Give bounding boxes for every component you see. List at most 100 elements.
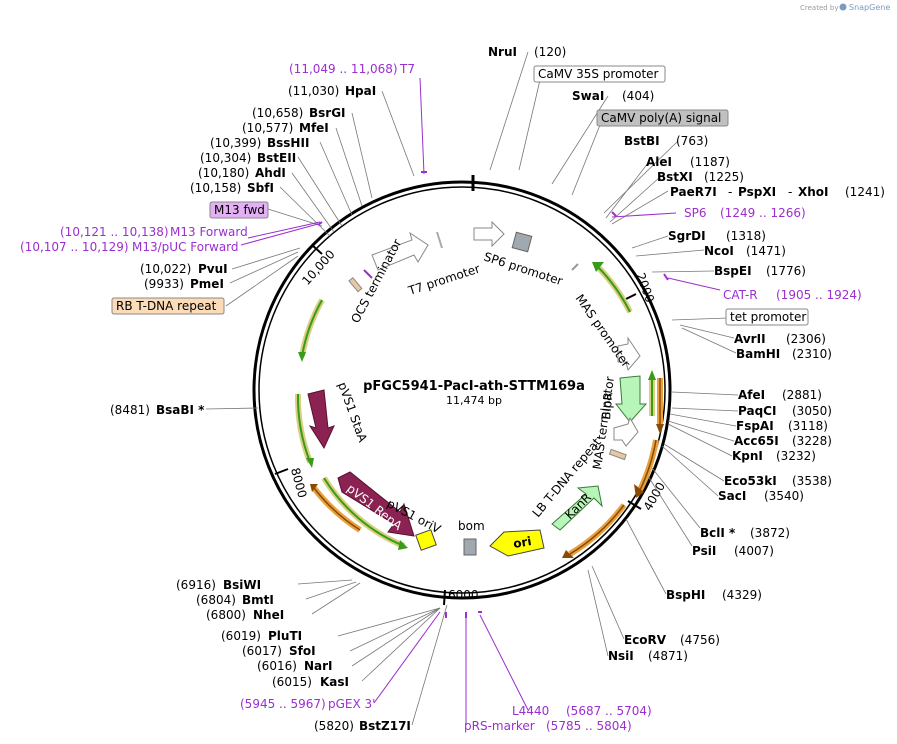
sp6-promoter-label: SP6 promoter (482, 250, 564, 289)
site-bstz17i: BstZ17I (359, 719, 411, 733)
site-sfoi-pos: (6017) (242, 644, 282, 658)
site-xhoi-pos: (1241) (845, 185, 885, 199)
rb-marker (348, 277, 363, 293)
primer-l4440: L4440 (512, 704, 549, 718)
site-fspai: FspAI (736, 419, 774, 433)
primer-prs-marker-range: (5785 .. 5804) (546, 719, 632, 733)
site-hpai-pos: (11,030) (288, 84, 339, 98)
tick-6000: 6000 (448, 588, 479, 602)
site-bsphi: BspHI (666, 588, 705, 602)
site-kpni-pos: (3232) (776, 449, 816, 463)
site-eco53ki: Eco53kI (724, 474, 777, 488)
rb-label: RB T-DNA repeat (116, 299, 217, 313)
m13fwd-box (209, 201, 269, 219)
rb-box (111, 297, 225, 315)
site-saci-pos: (3540) (764, 489, 804, 503)
site-bamhi-pos: (2310) (792, 347, 832, 361)
site-bsteii-pos: (10,304) (200, 151, 251, 165)
backbone-inner (258, 186, 666, 594)
primer-marks (317, 171, 669, 618)
separator-dash-1: - (728, 185, 732, 199)
site-pluti-pos: (6019) (221, 629, 261, 643)
site-ecorv: EcoRV (624, 633, 667, 647)
tet-box (725, 308, 809, 326)
blpr-arrow (614, 375, 648, 423)
separator-dash-2: - (788, 185, 792, 199)
site-bamhi: BamHI (736, 347, 780, 361)
polya-box (596, 109, 729, 127)
site-nari-pos: (6016) (257, 659, 297, 673)
site-avrii-pos: (2306) (786, 332, 826, 346)
blpr-label: BlpR (599, 392, 615, 421)
site-bsrgi: BsrGI (309, 106, 346, 120)
leader-lines (205, 51, 739, 726)
t7-promoter-label: T7 promoter (406, 262, 482, 299)
site-paer7i: PaeR7I (670, 185, 717, 199)
site-acc65i-pos: (3228) (792, 434, 832, 448)
m13fwd-label: M13 fwd (214, 203, 265, 217)
site-fspai-pos: (3118) (788, 419, 828, 433)
primer-leaders (240, 77, 721, 725)
site-nrui-pos: (120) (534, 45, 566, 59)
primer-pgex3: pGEX 3' (328, 697, 375, 711)
site-ecorv-pos: (4756) (680, 633, 720, 647)
site-mfei-pos: (10,577) (242, 121, 293, 135)
site-sbfi-pos: (10,158) (190, 181, 241, 195)
site-nsii-pos: (4871) (648, 649, 688, 663)
plasmid-name: pFGC5941-PacI-ath-STTM169a (363, 379, 585, 394)
site-paqci-pos: (3050) (792, 404, 832, 418)
site-mfei: MfeI (299, 121, 329, 135)
site-afei: AfeI (738, 388, 765, 402)
snapgene-logo-icon (839, 3, 847, 11)
primer-sp6-range: (1249 .. 1266) (720, 206, 806, 220)
site-xhoi: XhoI (798, 185, 829, 199)
site-pvui-pos: (10,022) (140, 262, 191, 276)
kanr-arrow (551, 485, 603, 531)
site-bstbi: BstBI (624, 134, 660, 148)
site-bspei: BspEI (714, 264, 752, 278)
site-hpai: HpaI (345, 84, 376, 98)
site-pvui: PvuI (198, 262, 228, 276)
tick-8000: 8000 (288, 466, 309, 499)
site-sbfi: SbfI (247, 181, 274, 195)
site-bstbi-pos: (763) (676, 134, 708, 148)
primer-catr: CAT-R (723, 288, 758, 302)
site-bstxi: BstXI (657, 170, 693, 184)
site-pmei: PmeI (190, 277, 224, 291)
site-alei: AleI (646, 155, 672, 169)
small-marker (571, 263, 579, 271)
site-ncoi-pos: (1471) (746, 244, 786, 258)
site-bsabi-pos: (8481) (110, 403, 150, 417)
site-sfoi: SfoI (289, 644, 316, 658)
primer-m13puc: M13/pUC Forward (132, 240, 239, 254)
site-paqci: PaqCI (738, 404, 776, 418)
backbone-outer (252, 180, 672, 600)
primer-t7: T7 (399, 62, 415, 76)
site-bsabi: BsaBI * (156, 403, 205, 417)
site-nrui: NruI (488, 45, 517, 59)
site-swai-pos: (404) (622, 89, 654, 103)
arc-arrowheads (298, 262, 664, 558)
m13-marker (363, 269, 373, 279)
site-alei-pos: (1187) (690, 155, 730, 169)
plasmid-size: 11,474 bp (446, 394, 502, 407)
site-bsiwi-pos: (6916) (176, 578, 216, 592)
mas-terminator-label: MAS terminator (590, 376, 617, 471)
site-kasi-pos: (6015) (272, 675, 312, 689)
site-bsshii-pos: (10,399) (210, 136, 261, 150)
tet-label: tet promoter (730, 310, 806, 324)
site-nari: NarI (304, 659, 333, 673)
ocs-terminator-label: OCS terminator (348, 237, 404, 326)
bom-feature (463, 538, 477, 556)
primer-t7-range: (11,049 .. 11,068) (289, 62, 398, 76)
pvs1-oriv-feature (415, 529, 437, 551)
site-sgrdi: SgrDI (668, 229, 706, 243)
site-avrii: AvrII (734, 332, 766, 346)
site-ahdi: AhdI (255, 166, 286, 180)
mas-terminator-arrow (613, 416, 639, 447)
pvs1-staa-arrow (307, 389, 335, 450)
site-pspxi: PspXI (738, 185, 776, 199)
site-bstxi-pos: (1225) (704, 170, 744, 184)
site-nhei-pos: (6800) (206, 608, 246, 622)
